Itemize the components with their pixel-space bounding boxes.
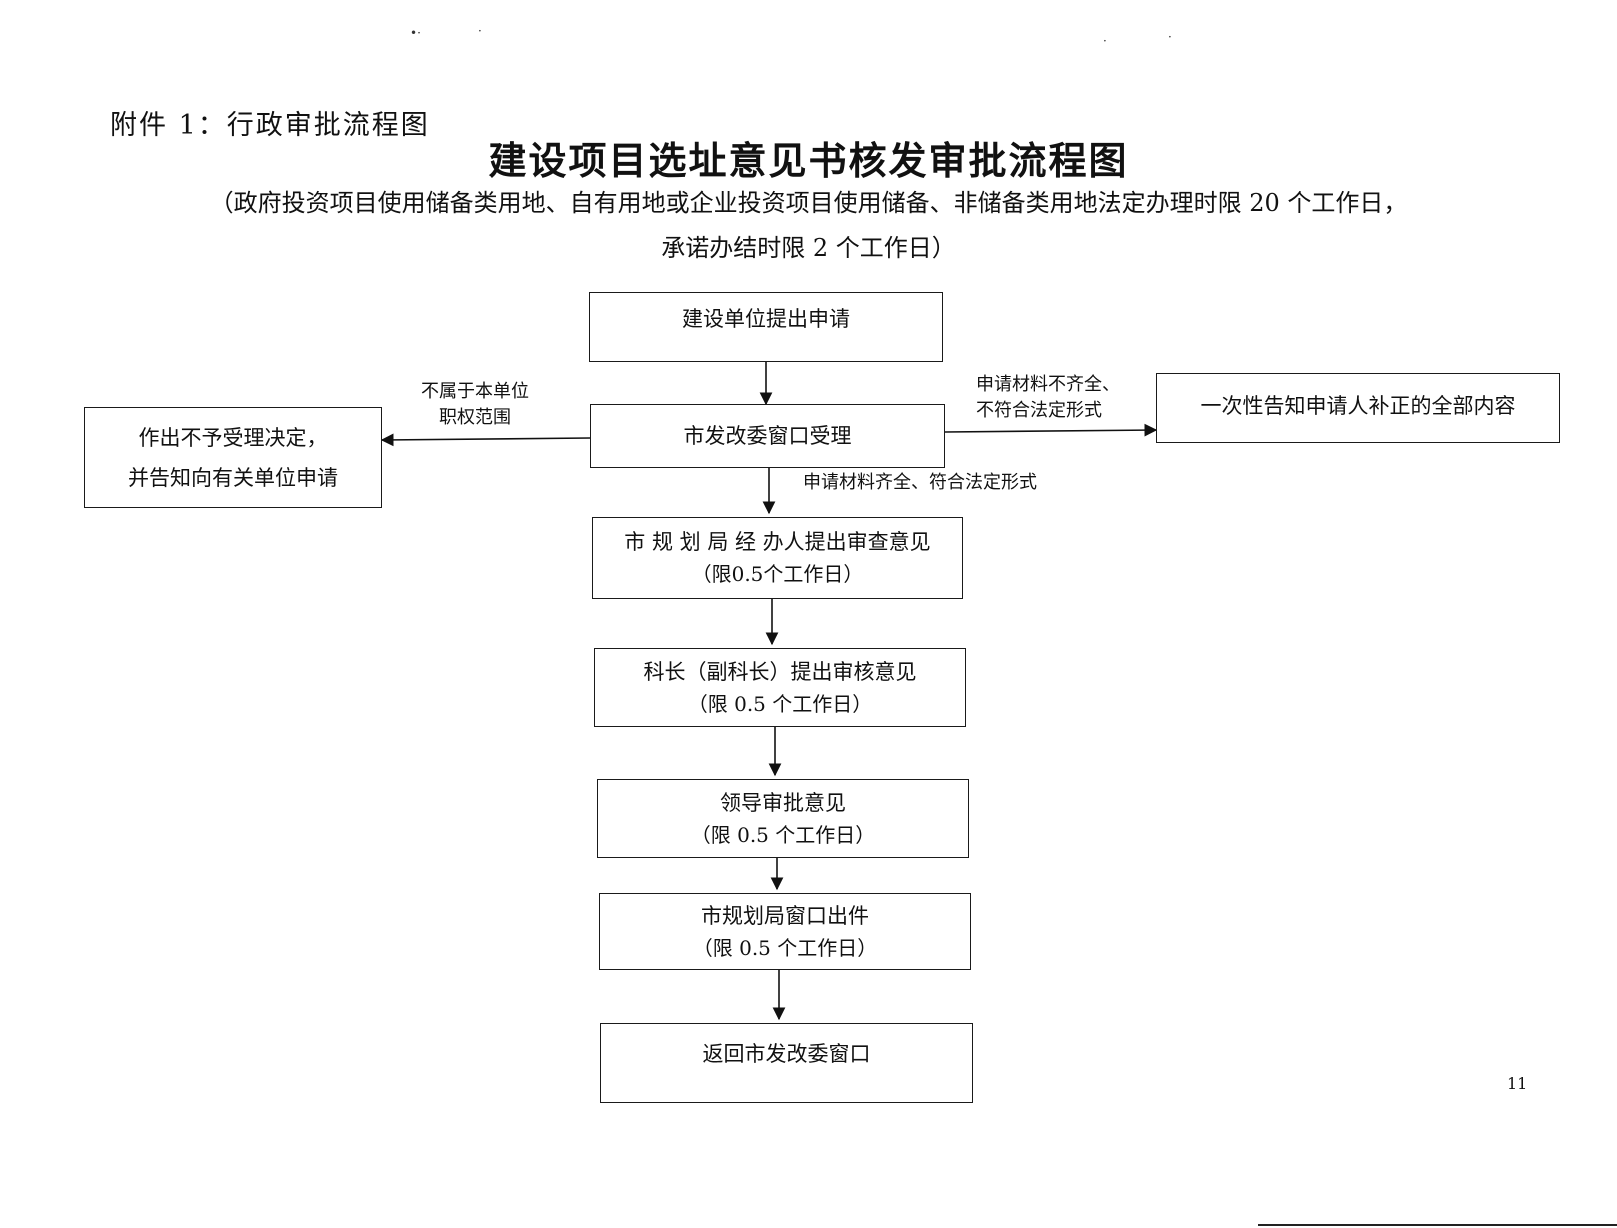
- node-section-chief-line2: （限 0.5 个工作日）: [687, 691, 873, 716]
- node-leader: 领导审批意见 （限 0.5 个工作日）: [597, 779, 969, 858]
- attachment-label: 附件 1：行政审批流程图: [110, 110, 430, 141]
- node-reject-line2: 并告知向有关单位申请: [128, 465, 338, 490]
- scan-mark: ·: [478, 24, 482, 38]
- page-title: 建设项目选址意见书核发审批流程图: [488, 138, 1129, 183]
- node-notify: 一次性告知申请人补正的全部内容: [1156, 373, 1560, 443]
- node-section-chief: 科长（副科长）提出审核意见 （限 0.5 个工作日）: [594, 648, 966, 727]
- node-apply: 建设单位提出申请: [589, 292, 943, 362]
- time-limit-note-line2: 承诺办结时限 2 个工作日）: [661, 234, 956, 262]
- edge-label-complete: 申请材料齐全、符合法定形式: [803, 472, 1037, 493]
- edge-label-out-of-scope: 不属于本单位 职权范围: [410, 379, 540, 431]
- node-accept: 市发改委窗口受理: [590, 404, 945, 468]
- edge-label-out-of-scope-line2: 职权范围: [439, 407, 511, 428]
- node-issue-line1: 市规划局窗口出件: [701, 903, 869, 928]
- node-issue: 市规划局窗口出件 （限 0.5 个工作日）: [599, 893, 971, 970]
- node-issue-line2: （限 0.5 个工作日）: [692, 935, 878, 960]
- page-number: 11: [1507, 1074, 1528, 1093]
- edge-label-incomplete-line1: 申请材料不齐全、: [976, 374, 1120, 395]
- node-notify-text: 一次性告知申请人补正的全部内容: [1200, 394, 1516, 418]
- node-review: 市 规 划 局 经 办人提出审查意见 （限0.5个工作日）: [592, 517, 963, 599]
- node-reject-line1: 作出不予受理决定，: [138, 425, 328, 450]
- edge-label-incomplete: 申请材料不齐全、 不符合法定形式: [976, 372, 1120, 424]
- scan-mark: ·: [1168, 30, 1172, 44]
- scan-mark: ·: [1103, 34, 1107, 48]
- node-leader-line1: 领导审批意见: [720, 790, 846, 815]
- node-review-line1: 市 规 划 局 经 办人提出审查意见: [624, 530, 931, 554]
- arrow-accept-to-reject: [380, 433, 591, 447]
- node-review-line2: （限0.5个工作日）: [691, 562, 864, 586]
- node-apply-text: 建设单位提出申请: [682, 307, 850, 331]
- time-limit-note-line1: （政府投资项目使用储备类用地、自有用地或企业投资项目使用储备、非储备类用地法定办…: [209, 189, 1408, 217]
- node-return-text: 返回市发改委窗口: [702, 1042, 871, 1066]
- node-accept-text: 市发改委窗口受理: [683, 424, 852, 448]
- node-leader-line2: （限 0.5 个工作日）: [690, 822, 876, 847]
- scan-mark: •·: [410, 26, 421, 40]
- node-reject: 作出不予受理决定， 并告知向有关单位申请: [84, 407, 382, 508]
- edge-label-incomplete-line2: 不符合法定形式: [976, 400, 1102, 421]
- edge-label-out-of-scope-line1: 不属于本单位: [421, 381, 529, 402]
- bottom-rule: [1258, 1224, 1617, 1226]
- arrow-accept-to-notify: [944, 423, 1158, 437]
- node-return: 返回市发改委窗口: [600, 1023, 973, 1103]
- node-section-chief-line1: 科长（副科长）提出审核意见: [643, 659, 917, 684]
